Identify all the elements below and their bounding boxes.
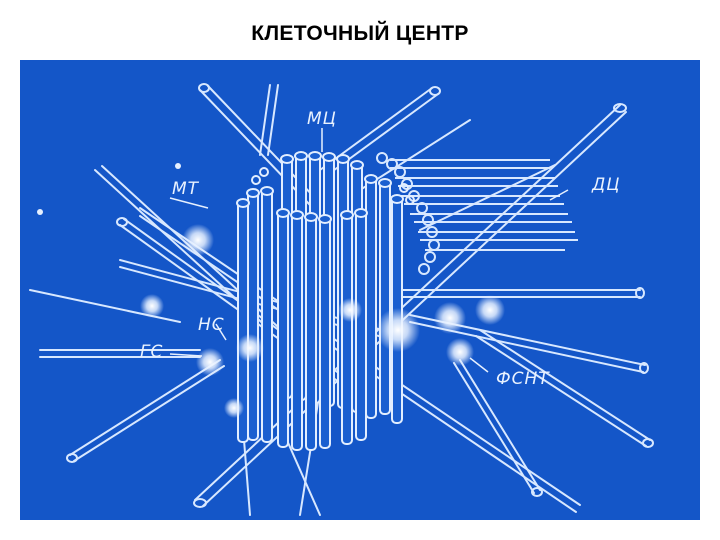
mother-centriole [236,151,415,451]
label-ns: НС [198,315,225,335]
pericentriolar-spots [37,163,505,418]
label-microtubules: МТ [172,179,200,199]
centrosome-diagram: МЦ МТ ДЦ НС ГС ФСНТ [20,60,700,520]
slide-title: КЛЕТОЧНЫЙ ЦЕНТР [251,22,469,45]
label-fsnt: ФСНТ [496,369,550,389]
label-leaders [169,128,569,373]
daughter-centriole [376,152,578,275]
centrosome-illustration: МЦ МТ ДЦ НС ГС ФСНТ [29,83,654,516]
label-gs: ГС [140,342,163,362]
label-mother-centriole: МЦ [307,109,337,129]
label-daughter-centriole: ДЦ [591,175,620,195]
